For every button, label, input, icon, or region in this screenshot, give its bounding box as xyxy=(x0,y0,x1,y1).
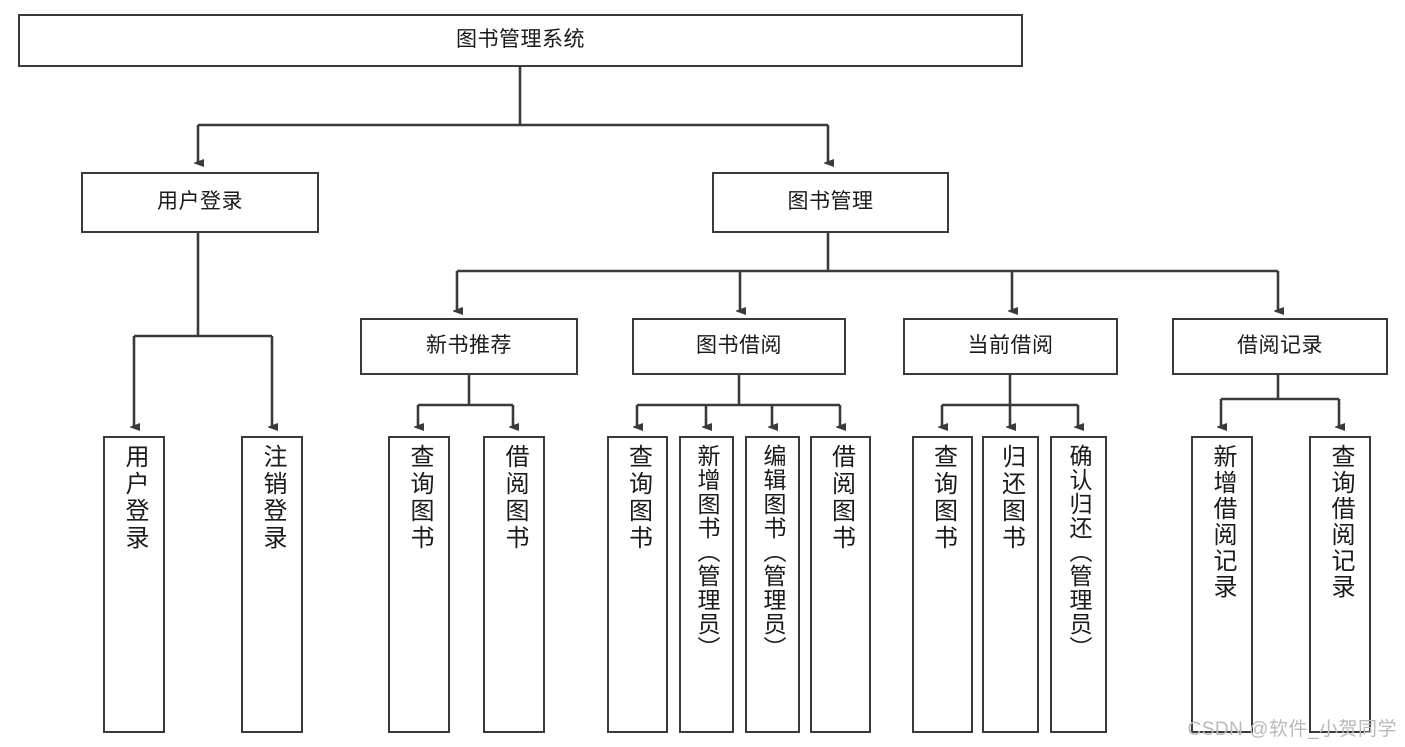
node-label: 借阅图书 xyxy=(501,444,528,552)
leaf-new-book-query-book[interactable]: 查询图书 xyxy=(388,436,450,733)
node-label: 新增借阅记录 xyxy=(1209,444,1236,600)
node-label: 查询图书 xyxy=(624,444,652,552)
node-label: 借阅图书 xyxy=(827,444,855,552)
node-label: 图书借阅 xyxy=(696,334,782,358)
node-label: 查询图书 xyxy=(406,444,433,552)
node-label: 确认归还（管理员） xyxy=(1066,444,1092,660)
node-new-book-recommend[interactable]: 新书推荐 xyxy=(360,318,578,375)
csdn-watermark: CSDN @软件_小贺同学 xyxy=(1187,719,1397,740)
node-book-management[interactable]: 图书管理 xyxy=(712,172,949,233)
leaf-current-borrow-confirm-return-admin[interactable]: 确认归还（管理员） xyxy=(1050,436,1107,733)
node-label: 归还图书 xyxy=(997,444,1025,552)
node-user-login[interactable]: 用户登录 xyxy=(81,172,319,233)
node-label: 查询图书 xyxy=(929,444,957,552)
leaf-current-borrow-query-book[interactable]: 查询图书 xyxy=(912,436,973,733)
node-label: 用户登录 xyxy=(121,444,148,552)
node-current-borrow[interactable]: 当前借阅 xyxy=(903,318,1118,375)
node-book-borrow[interactable]: 图书借阅 xyxy=(632,318,846,375)
leaf-book-borrow-borrow-book[interactable]: 借阅图书 xyxy=(810,436,871,733)
node-label: 图书管理系统 xyxy=(456,28,585,52)
leaf-current-borrow-return-book[interactable]: 归还图书 xyxy=(982,436,1039,733)
leaf-book-borrow-query-book[interactable]: 查询图书 xyxy=(607,436,668,733)
node-label: 图书管理 xyxy=(787,190,874,214)
leaf-book-borrow-edit-book-admin[interactable]: 编辑图书（管理员） xyxy=(745,436,800,733)
leaf-user-login-logout[interactable]: 注销登录 xyxy=(241,436,303,733)
leaf-borrow-record-add-record[interactable]: 新增借阅记录 xyxy=(1191,436,1253,733)
node-label: 借阅记录 xyxy=(1237,334,1323,358)
node-root-book-management-system[interactable]: 图书管理系统 xyxy=(18,14,1023,67)
leaf-borrow-record-query-record[interactable]: 查询借阅记录 xyxy=(1309,436,1371,733)
leaf-new-book-borrow-book[interactable]: 借阅图书 xyxy=(483,436,545,733)
node-label: 用户登录 xyxy=(157,190,243,214)
node-label: 注销登录 xyxy=(259,444,286,552)
node-borrow-record[interactable]: 借阅记录 xyxy=(1172,318,1388,375)
node-label: 新书推荐 xyxy=(426,334,512,358)
node-label: 新增图书（管理员） xyxy=(694,444,720,660)
leaf-user-login-login[interactable]: 用户登录 xyxy=(103,436,165,733)
node-label: 编辑图书（管理员） xyxy=(760,444,786,660)
node-label: 当前借阅 xyxy=(967,334,1054,358)
leaf-book-borrow-add-book-admin[interactable]: 新增图书（管理员） xyxy=(679,436,734,733)
node-label: 查询借阅记录 xyxy=(1327,444,1354,600)
